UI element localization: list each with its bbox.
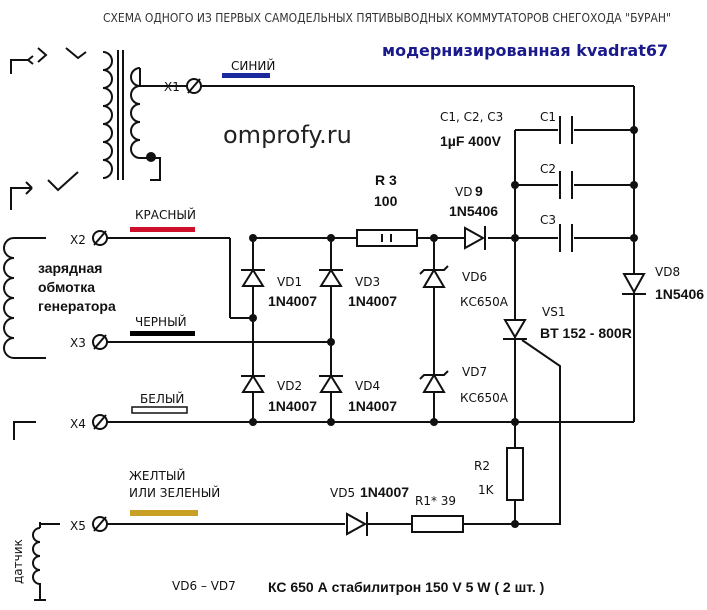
winding-label-1: зарядная [38, 260, 102, 276]
diode-vd8 [622, 273, 646, 295]
diode-vd9 [464, 226, 486, 250]
vd4-type: 1N4007 [348, 398, 397, 414]
vd8-label: VD8 [655, 265, 680, 279]
winding-label-2: обмотка [38, 279, 95, 295]
wire-color-black [130, 331, 195, 336]
diode-vd5 [346, 512, 368, 536]
vd6-label: VD6 [462, 270, 487, 284]
svg-text:X4: X4 [70, 417, 86, 431]
wire-color-yellow [130, 510, 198, 516]
vd5-label: VD5 [330, 486, 355, 500]
diode-vd2 [241, 374, 265, 393]
capacitor-c3 [559, 224, 573, 252]
wire-color-red [130, 227, 195, 232]
vd3-label: VD3 [355, 275, 380, 289]
vd3-type: 1N4007 [348, 293, 397, 309]
r2-label: R2 [474, 459, 490, 473]
svg-text:X2: X2 [70, 233, 86, 247]
r3-value: 100 [374, 193, 398, 209]
wire-label-blue: СИНИЙ [231, 58, 275, 73]
terminal-x2: X2 [70, 230, 108, 247]
diode-vd3 [319, 268, 343, 287]
thyristor-vs1 [503, 319, 527, 340]
c1-label: C1 [540, 110, 556, 124]
wire-label-yellow-2: ИЛИ ЗЕЛЕНЫЙ [129, 485, 220, 500]
vs1-label: VS1 [542, 305, 565, 319]
schematic-title: СХЕМА ОДНОГО ИЗ ПЕРВЫХ САМОДЕЛЬНЫХ ПЯТИВ… [103, 11, 671, 25]
wire-color-blue [222, 73, 270, 78]
terminal-x3: X3 [70, 334, 108, 350]
ground-symbol [13, 421, 36, 440]
vd4-label: VD4 [355, 379, 380, 393]
c3-label: C3 [540, 213, 556, 227]
sensor-coil [32, 522, 60, 601]
ignition-coil [10, 47, 188, 210]
vd2-label: VD2 [277, 379, 302, 393]
winding-label-3: генератора [38, 298, 116, 314]
footer-note: КС 650 А стабилитрон 150 V 5 W ( 2 шт. ) [268, 579, 544, 595]
charging-winding [3, 237, 46, 359]
c2-label: C2 [540, 162, 556, 176]
r1-label: R1* 39 [415, 494, 456, 508]
wire-label-white: БЕЛЫЙ [140, 391, 184, 406]
zener-vd6 [419, 265, 449, 288]
terminal-x4: X4 [70, 414, 108, 431]
footer-vd: VD6 – VD7 [172, 579, 236, 593]
r2-value: 1K [478, 483, 495, 497]
wire-color-white [131, 406, 188, 414]
vd1-label: VD1 [277, 275, 302, 289]
resistor-r1 [411, 515, 464, 533]
resistor-r2 [506, 447, 524, 501]
vd9-type: 1N5406 [449, 203, 498, 219]
vd1-type: 1N4007 [268, 293, 317, 309]
caps-label: C1, C2, C3 [440, 110, 503, 124]
sensor-label: датчик [11, 539, 25, 584]
vd7-type: КС650А [460, 391, 509, 405]
vd5-type: 1N4007 [360, 484, 409, 500]
junction-dots [249, 126, 638, 528]
watermark: omprofy.ru [223, 121, 352, 149]
terminal-x1: X1 [164, 78, 202, 94]
svg-text:X5: X5 [70, 519, 86, 533]
vd9-label: VD [455, 185, 472, 199]
diode-vd1 [241, 268, 265, 287]
capacitor-c1 [559, 116, 573, 144]
caps-value: 1µF 400V [440, 133, 502, 149]
wire-label-red: КРАСНЫЙ [135, 207, 196, 222]
svg-text:X3: X3 [70, 336, 86, 350]
vd9-number: 9 [475, 183, 483, 199]
wire-label-black: ЧЕРНЫЙ [135, 314, 187, 329]
terminal-x5: X5 [70, 516, 108, 533]
capacitor-c2 [559, 171, 573, 199]
zener-vd7 [419, 370, 449, 393]
r3-label: R 3 [375, 172, 397, 188]
vs1-type: BT 152 - 800R [540, 325, 632, 341]
diode-vd4 [319, 374, 343, 393]
subtitle: модернизированная kvadrat67 [382, 41, 668, 60]
wire-label-yellow-1: ЖЕЛТЫЙ [129, 468, 185, 483]
vd7-label: VD7 [462, 365, 487, 379]
vd2-type: 1N4007 [268, 398, 317, 414]
vd6-type: КС650А [460, 295, 509, 309]
vd8-type: 1N5406 [655, 286, 704, 302]
resistor-r3 [356, 229, 418, 247]
svg-text:X1: X1 [164, 80, 180, 94]
